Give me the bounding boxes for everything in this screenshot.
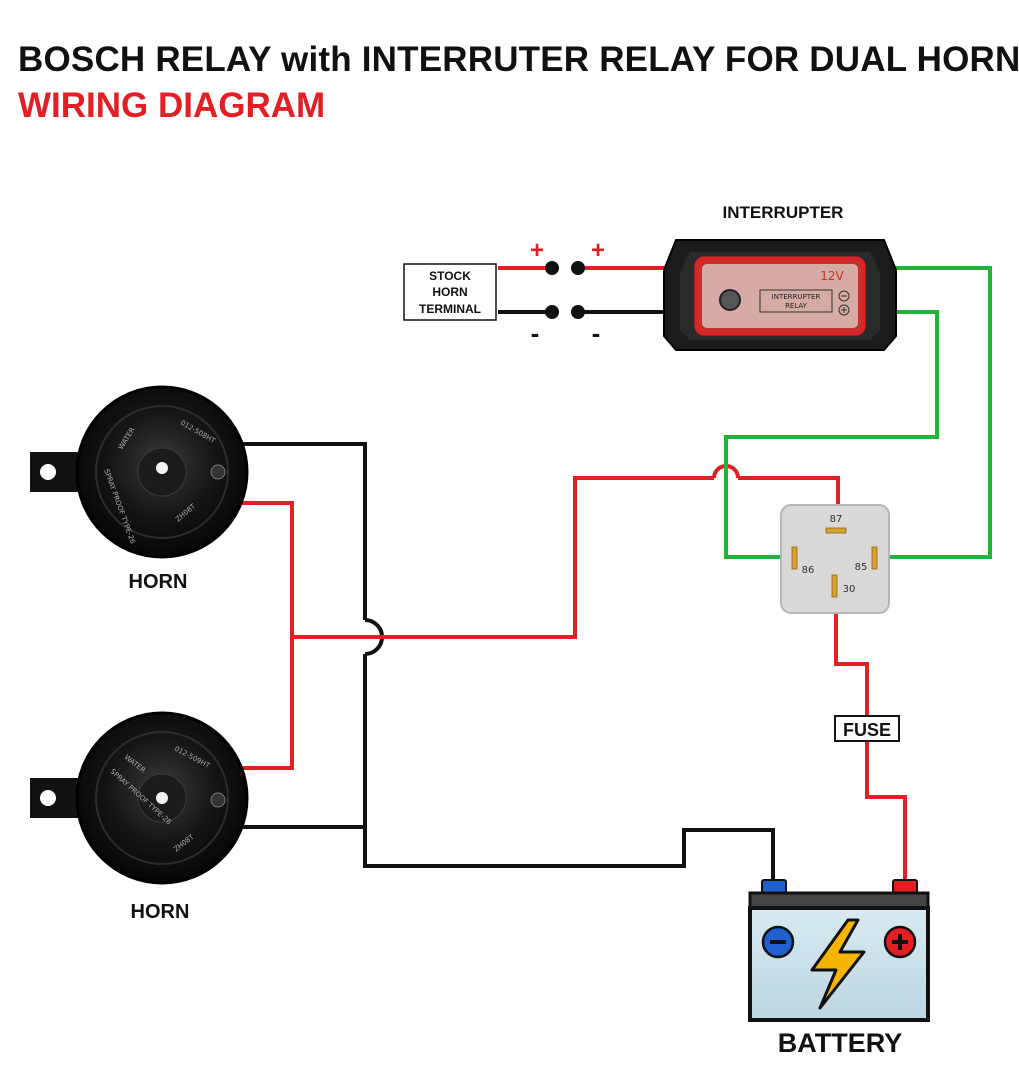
horn-center-light (156, 462, 168, 474)
minus-sign-left: - (531, 318, 540, 348)
horn-positive-bus (292, 476, 714, 639)
relay-87-wire (738, 476, 840, 506)
battery-label: BATTERY (778, 1028, 903, 1058)
control-wire-86 (724, 310, 939, 559)
relay-30-to-fuse (834, 612, 907, 884)
polarity-signs: + + - - (530, 237, 605, 348)
stock-label-line3: TERMINAL (419, 302, 481, 316)
minus-sign-right: - (592, 318, 601, 348)
horn-center-light (156, 792, 168, 804)
horn-top-label: HORN (129, 571, 188, 593)
pin-85-label: 85 (855, 562, 868, 573)
connector-dot (571, 305, 585, 319)
pin-85 (871, 546, 878, 570)
interrupter-voltage: 12V (820, 269, 844, 283)
interrupter-knob-icon (719, 289, 741, 311)
mount-hole (40, 790, 56, 806)
connector-dots (545, 261, 585, 319)
minus-terminal-icon (838, 290, 850, 302)
fuse: FUSE (834, 715, 900, 742)
interrupter-label: INTERRUPTER (723, 203, 844, 222)
stock-label-line2: HORN (432, 285, 467, 299)
horn-bottom: WATER SPRAY PROOF TYPE-26 012-509HT ZH08… (30, 711, 249, 923)
diagram-title: BOSCH RELAY with INTERRUTER RELAY FOR DU… (18, 40, 1019, 79)
horn-logo-icon (210, 464, 226, 480)
connector-dot (545, 261, 559, 275)
stock-horn-terminal: STOCK HORN TERMINAL (403, 263, 497, 321)
bosch-relay: 87 86 85 30 (780, 504, 890, 614)
horn-positive-top (240, 501, 294, 770)
interrupter-device-text2: RELAY (785, 302, 808, 310)
plus-sign-right: + (591, 237, 605, 264)
control-wires (724, 266, 992, 559)
pin-30-label: 30 (843, 584, 856, 595)
horn-bottom-label: HORN (131, 901, 190, 923)
horn-logo-icon (210, 792, 226, 808)
ground-wire-top-horn (240, 442, 367, 620)
pin-30 (831, 574, 838, 598)
plus-sign-left: + (530, 237, 544, 264)
ground-wire-to-battery (363, 654, 775, 884)
lightning-bolt-icon (810, 918, 866, 1010)
pin-86 (791, 546, 798, 570)
diagram-subtitle: WIRING DIAGRAM (18, 86, 326, 125)
battery: BATTERY (748, 879, 930, 1058)
horn-mount-bracket (30, 778, 90, 818)
ground-wires (240, 310, 775, 884)
fuse-label: FUSE (843, 720, 891, 740)
control-wire-85 (884, 266, 992, 559)
interrupter-relay: INTERRUPTER 12V INTERRUPTER RELAY (663, 203, 897, 351)
horn-mount-bracket (30, 452, 90, 492)
interrupter-label-plate (759, 289, 833, 313)
interrupter-device-text1: INTERRUPTER (772, 293, 821, 301)
connector-dot (571, 261, 585, 275)
mount-hole (40, 464, 56, 480)
plus-terminal-icon (838, 304, 850, 316)
pin-87 (825, 527, 847, 534)
stock-label-line1: STOCK (429, 269, 471, 283)
connector-dot (545, 305, 559, 319)
horn-top: WATER SPRAY PROOF TYPE-26 012-508HT ZH08… (30, 385, 249, 593)
pin-86-label: 86 (802, 565, 815, 576)
pin-87-label: 87 (830, 514, 843, 525)
